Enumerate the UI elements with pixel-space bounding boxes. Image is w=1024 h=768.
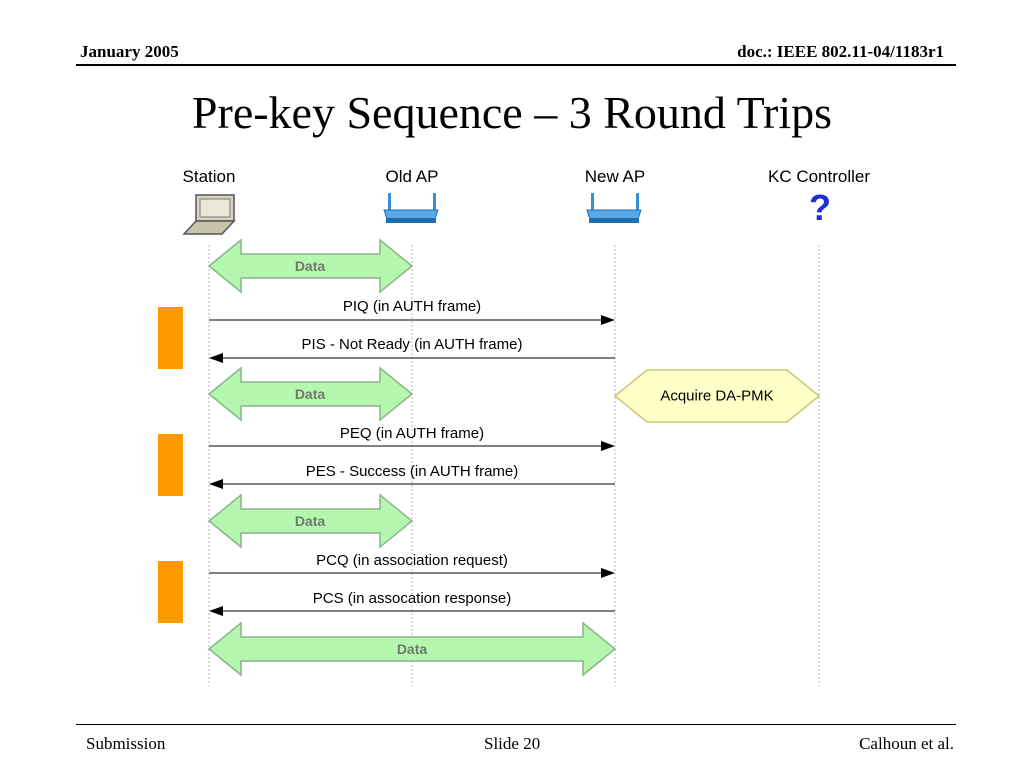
- arrowhead-pcq: [601, 568, 615, 578]
- header-date: January 2005: [80, 42, 179, 61]
- data-label-1: Data: [294, 258, 326, 274]
- round-trip-bar-3: [158, 561, 183, 623]
- entity-label-station: Station: [182, 167, 236, 186]
- round-trip-bar-1: [158, 307, 183, 369]
- round-trip-bar-2: [158, 434, 183, 496]
- footer-slide-number: Slide 20: [484, 734, 541, 753]
- data-block-4: [207, 621, 617, 677]
- data-label-4: Data: [396, 641, 428, 657]
- message-label-pes: PES - Success (in AUTH frame): [305, 463, 519, 480]
- laptop-icon: [182, 194, 236, 235]
- header-rule: [76, 64, 956, 66]
- data-block-2: [207, 366, 414, 422]
- footer-rule: [76, 724, 956, 725]
- arrowhead-pis: [209, 353, 223, 363]
- arrowhead-pcs: [209, 606, 223, 616]
- slide-title: Pre-key Sequence – 3 Round Trips: [191, 87, 833, 138]
- data-block-1: [207, 238, 414, 294]
- acquire-label: Acquire DA-PMK: [660, 387, 774, 405]
- arrowhead-peq: [601, 441, 615, 451]
- arrowhead-pes: [209, 479, 223, 489]
- footer-authors: Calhoun et al.: [859, 734, 954, 753]
- header-doc-id: doc.: IEEE 802.11-04/1183r1: [737, 42, 944, 61]
- arrowhead-piq: [601, 315, 615, 325]
- data-label-3: Data: [294, 513, 326, 529]
- question-mark-icon: ?: [809, 187, 831, 228]
- entity-label-kc-controller: KC Controller: [767, 167, 871, 186]
- message-label-pcs: PCS (in assocation response): [312, 590, 512, 607]
- access-point-icon-new-ap: [586, 193, 642, 223]
- entity-label-old-ap: Old AP: [385, 167, 439, 186]
- data-label-2: Data: [294, 386, 326, 402]
- entity-label-new-ap: New AP: [584, 167, 646, 186]
- footer-submission: Submission: [86, 734, 166, 753]
- data-block-3: [207, 493, 414, 549]
- message-label-pcq: PCQ (in association request): [316, 552, 508, 569]
- access-point-icon-old-ap: [383, 193, 439, 223]
- message-label-pis: PIS - Not Ready (in AUTH frame): [301, 336, 523, 353]
- acquire-block: [613, 369, 821, 423]
- message-label-peq: PEQ (in AUTH frame): [339, 425, 485, 442]
- message-label-piq: PIQ (in AUTH frame): [342, 298, 482, 315]
